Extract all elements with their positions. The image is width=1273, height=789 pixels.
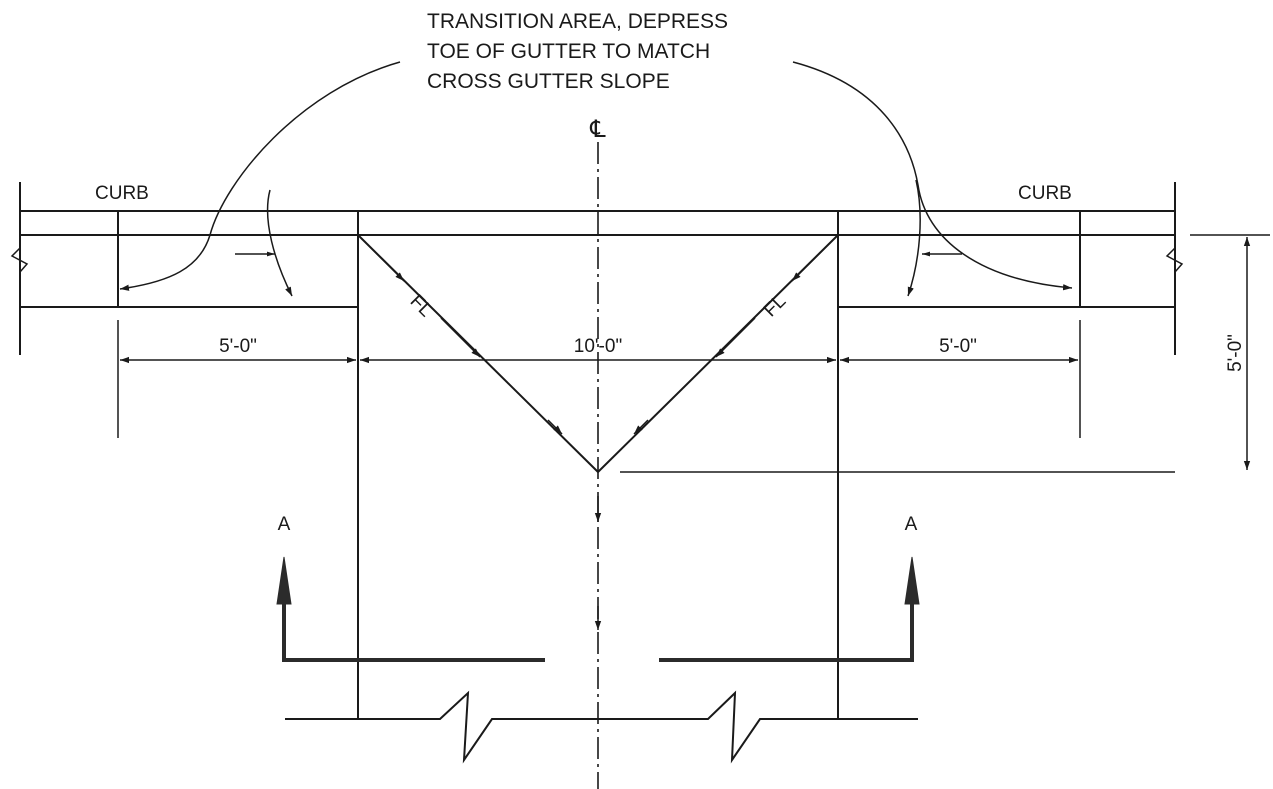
leader-left-outer [119, 61, 401, 291]
fl-arrow-right-2 [715, 317, 756, 358]
fl-arrow-left-1 [364, 241, 405, 282]
note-line-3: CROSS GUTTER SLOPE [427, 70, 670, 93]
fl-arrow-left-2 [440, 317, 481, 358]
flowline-label-left: FL [406, 291, 437, 322]
fl-arrow-right-3 [633, 419, 649, 435]
note-leaders [119, 61, 1073, 297]
section-label-left: A [278, 514, 291, 535]
section-label-right: A [905, 514, 918, 535]
fl-arrow-right-1 [791, 241, 832, 282]
break-symbol-right [1165, 247, 1184, 273]
curb-label-left: CURB [95, 183, 149, 204]
fl-arrow-left-3 [547, 419, 563, 435]
flowline-label-right: FL [760, 291, 791, 322]
transition-note: TRANSITION AREA, DEPRESS TOE OF GUTTER T… [427, 10, 728, 93]
leader-right-outer [792, 61, 1073, 291]
section-marker-right [659, 556, 920, 662]
dim-right-text: 5'-0" [939, 336, 977, 357]
horizontal-dimensions [117, 320, 1081, 438]
dim-left-text: 5'-0" [219, 336, 257, 357]
street-edge-break-line [285, 690, 918, 764]
note-line-1: TRANSITION AREA, DEPRESS [427, 10, 728, 33]
leader-left-inner [266, 189, 293, 297]
section-marker-left [276, 556, 545, 662]
dim-center-text: 10'-0" [574, 336, 622, 357]
curb-gutter [10, 182, 1184, 720]
note-line-2: TOE OF GUTTER TO MATCH [427, 40, 710, 63]
dim-depth-text: 5'-0" [1225, 334, 1246, 372]
centerline-symbol: ℄ [589, 116, 606, 143]
flowline-v [357, 234, 839, 473]
break-symbol-left [10, 247, 29, 273]
curb-label-right: CURB [1018, 183, 1072, 204]
vertical-dimension [620, 234, 1270, 473]
leader-right-inner [907, 179, 921, 297]
